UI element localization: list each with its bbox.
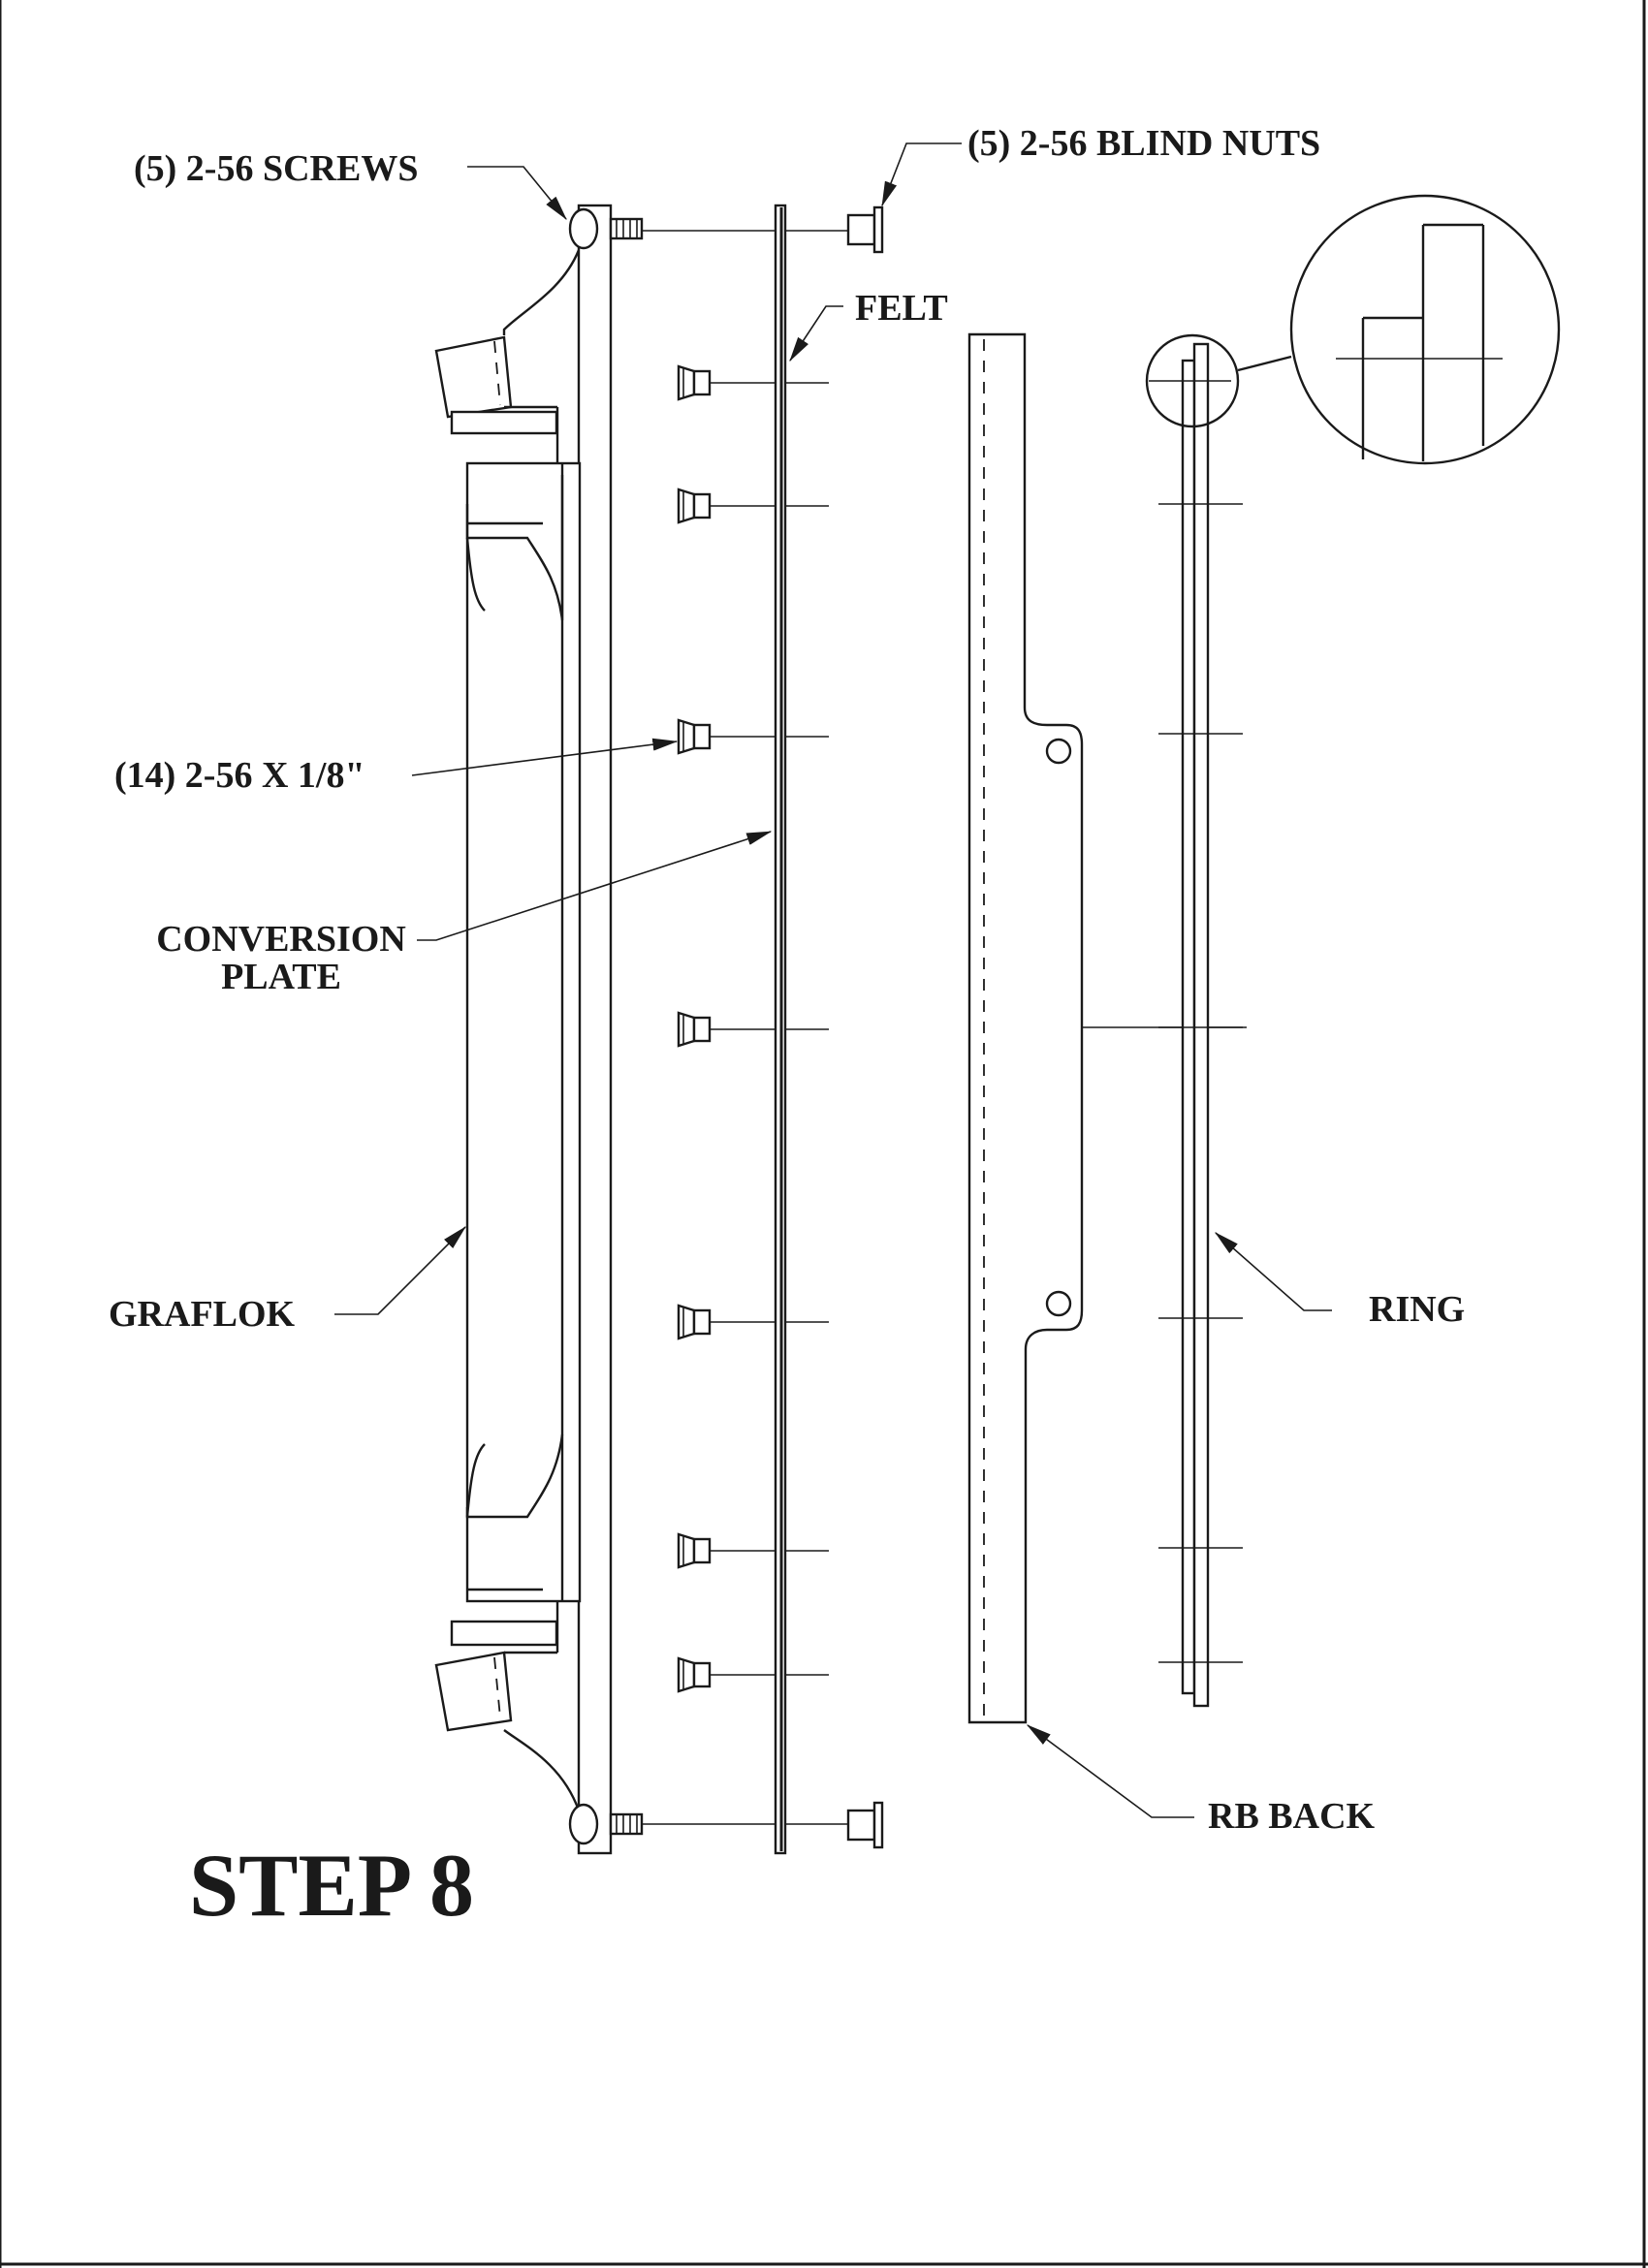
screws-label: (5) 2-56 SCREWS [134, 148, 418, 189]
detail-large-circle [1289, 194, 1561, 465]
screw-head [568, 207, 599, 250]
rb-back-hole-top [1045, 738, 1072, 765]
detail-callout [1145, 194, 1561, 465]
short-screw [677, 718, 829, 755]
screw-head [568, 1803, 599, 1845]
short-screw [677, 1304, 829, 1340]
top-screw [568, 207, 872, 250]
conversion-plate-leader [417, 831, 773, 941]
bottom-latch-plate [450, 1620, 558, 1647]
graflok-label: GRAFLOK [109, 1294, 296, 1335]
ring-ticks [1158, 503, 1243, 1663]
short-screws-leader [411, 738, 679, 776]
blind-nuts-label: (5) 2-56 BLIND NUTS [967, 123, 1320, 164]
bottom-blind-nut [846, 1801, 884, 1849]
rb-back-label: RB BACK [1208, 1796, 1376, 1837]
top-latch [434, 335, 513, 419]
step-title: STEP 8 [189, 1836, 474, 1935]
graflok-body [465, 461, 582, 1603]
short-screws-column [677, 364, 829, 1693]
top-blind-nut [846, 205, 884, 254]
short-screw [677, 1011, 829, 1048]
felt-leader [789, 305, 843, 362]
graflok-leader [334, 1226, 466, 1315]
blind-nuts-leader [881, 142, 962, 207]
rb-back-hole-bottom [1045, 1290, 1072, 1317]
top-flange-curve [502, 249, 581, 335]
felt-label: FELT [855, 288, 948, 329]
bottom-screw [568, 1803, 872, 1845]
ring-outer [1192, 342, 1210, 1708]
conversion-plate-bar [577, 204, 613, 1855]
bottom-latch [434, 1651, 513, 1732]
screw-thread [609, 217, 644, 240]
screws-leader [467, 166, 567, 221]
rb-back-outline [967, 332, 1084, 1724]
graflok-assembly [434, 204, 613, 1855]
short-screw [677, 1532, 829, 1569]
top-latch-plate [450, 410, 558, 435]
short-screw [677, 364, 829, 401]
bottom-flange-curve [503, 1729, 581, 1811]
short-screws-label: (14) 2-56 X 1/8" [114, 755, 365, 796]
short-screw [677, 488, 829, 524]
conversion-plate-label-line1: CONVERSION [156, 919, 406, 960]
short-screw [677, 1656, 829, 1693]
detail-small-circle [1145, 333, 1240, 428]
ring-leader [1215, 1232, 1332, 1311]
conversion-plate-label-line2: PLATE [221, 957, 341, 997]
ring-label: RING [1369, 1289, 1465, 1330]
ring-part [1181, 342, 1210, 1708]
rb-back-leader [1026, 1724, 1194, 1818]
